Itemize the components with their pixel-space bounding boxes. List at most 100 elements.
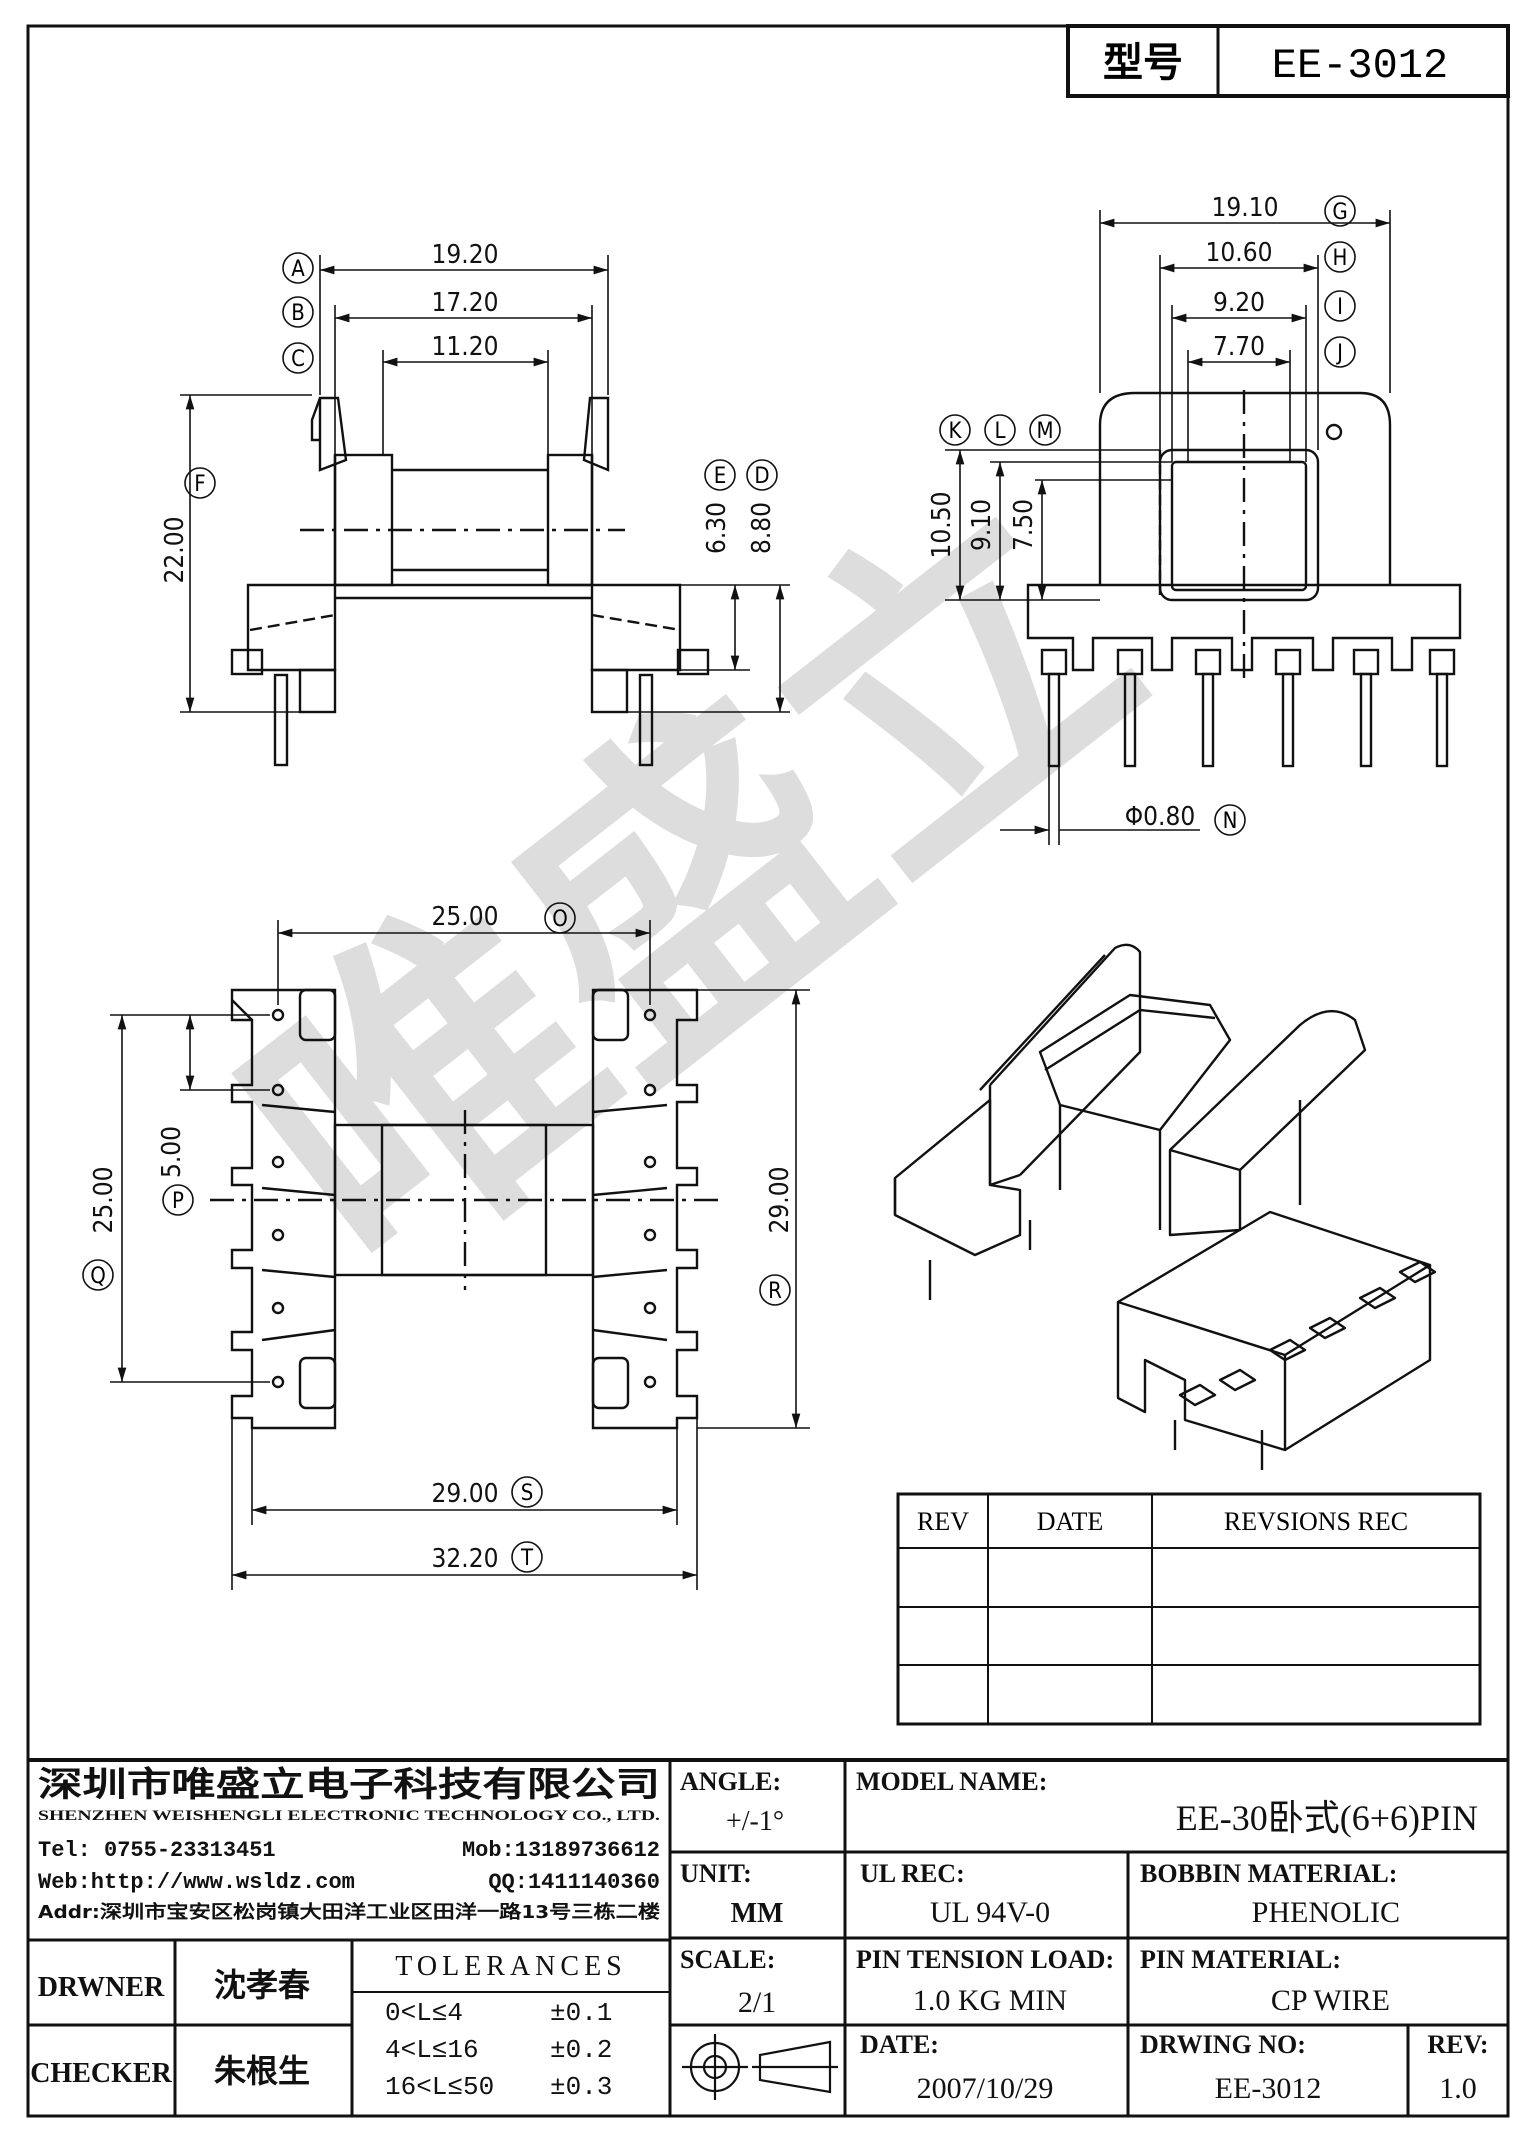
ul-label: UL REC: — [860, 1859, 965, 1888]
revision-table: REV DATE REVSIONS REC — [896, 1492, 1482, 1726]
svg-text:B: B — [291, 301, 305, 326]
svg-text:C: C — [291, 347, 305, 372]
tag-c: C — [282, 342, 314, 374]
angle-value: +/-1° — [726, 1806, 784, 1837]
tol-value-2: ±0.2 — [550, 2035, 612, 2065]
company-web: Web:http://www.wsldz.com — [38, 1870, 355, 1895]
pin-tension-label: PIN TENSION LOAD: — [856, 1945, 1114, 1974]
bobbin-value: PHENOLIC — [1252, 1896, 1400, 1929]
svg-text:K: K — [949, 419, 963, 444]
tol-range-3: 16<L≤50 — [385, 2072, 494, 2102]
rev-header-date: DATE — [1037, 1507, 1103, 1536]
svg-text:I: I — [1337, 295, 1343, 320]
svg-text:32.20: 32.20 — [432, 1544, 499, 1574]
angle-label: ANGLE: — [680, 1767, 781, 1796]
bottom-view — [210, 988, 720, 1430]
svg-text:19.10: 19.10 — [1212, 193, 1279, 223]
side-view-labels: 19.10 10.60 9.20 7.70 10.50 9.10 7.50 Φ0… — [927, 193, 1278, 832]
svg-text:J: J — [1335, 341, 1343, 366]
company-tel: Tel: 0755-23313451 — [38, 1838, 276, 1863]
svg-text:N: N — [1223, 809, 1238, 834]
company-qq: QQ:1411140360 — [488, 1870, 660, 1895]
rev-header-rec: REVSIONS REC — [1224, 1507, 1408, 1536]
tag-j: J — [1324, 336, 1356, 368]
svg-text:A: A — [291, 257, 305, 282]
drawner-value: 沈孝春 — [214, 1966, 310, 2004]
bottom-view-tags: O P Q R S T — [82, 902, 791, 1573]
tag-i: I — [1324, 290, 1356, 322]
tag-l: L — [984, 414, 1016, 446]
drwing-no-value: EE-3012 — [1215, 2072, 1322, 2105]
tag-s: S — [511, 1476, 543, 1508]
pin-material-label: PIN MATERIAL: — [1140, 1945, 1341, 1974]
tol-range-1: 0<L≤4 — [385, 1998, 463, 2028]
svg-text:6.30: 6.30 — [702, 502, 732, 554]
tag-r: R — [759, 1274, 791, 1306]
svg-text:L: L — [994, 419, 1005, 444]
front-view-tags: A B C F E D — [184, 252, 778, 499]
type-label: 型号 — [1103, 40, 1183, 86]
svg-text:E: E — [714, 464, 727, 489]
svg-text:8.80: 8.80 — [747, 502, 777, 554]
svg-text:7.70: 7.70 — [1213, 332, 1265, 362]
company-address: Addr:深圳市宝安区松岗镇大田洋工业区田洋一路13号三栋二楼 — [38, 1901, 660, 1923]
svg-text:H: H — [1333, 246, 1348, 271]
svg-text:9.20: 9.20 — [1213, 288, 1265, 318]
svg-text:Q: Q — [90, 1264, 106, 1289]
scale-value: 2/1 — [738, 1986, 776, 2019]
side-view — [1026, 390, 1462, 768]
svg-text:F: F — [194, 472, 205, 497]
tag-q: Q — [82, 1259, 114, 1291]
svg-text:P: P — [172, 1189, 184, 1214]
svg-text:10.50: 10.50 — [927, 492, 957, 559]
bottom-view-labels: 25.00 5.00 25.00 29.00 29.00 32.20 — [89, 902, 795, 1574]
tag-a: A — [282, 252, 314, 284]
tag-f: F — [184, 467, 216, 499]
rev-header-rev: REV — [917, 1507, 969, 1536]
tag-g: G — [1324, 195, 1356, 227]
projection-symbol-icon — [682, 2034, 838, 2100]
unit-label: UNIT: — [680, 1859, 752, 1888]
tag-t: T — [511, 1541, 543, 1573]
tag-b: B — [282, 296, 314, 328]
date-label: DATE: — [860, 2030, 939, 2059]
svg-text:7.50: 7.50 — [1009, 499, 1039, 551]
svg-text:9.10: 9.10 — [967, 499, 997, 551]
front-view-dims — [180, 255, 790, 713]
svg-text:R: R — [768, 1279, 782, 1304]
date-value: 2007/10/29 — [917, 2072, 1054, 2105]
tag-p: P — [162, 1184, 194, 1216]
front-view — [230, 396, 710, 767]
checker-value: 朱根生 — [214, 2052, 310, 2090]
svg-text:S: S — [521, 1481, 534, 1506]
svg-text:O: O — [552, 907, 568, 932]
company-block: 深圳市唯盛立电子科技有限公司 SHENZHEN WEISHENGLI ELECT… — [38, 1765, 660, 1923]
outer-frame — [26, 24, 1510, 2118]
svg-text:D: D — [754, 464, 769, 489]
svg-text:22.00: 22.00 — [160, 517, 190, 584]
svg-text:19.20: 19.20 — [432, 240, 499, 270]
side-view-tags: G H I J K L M N — [939, 195, 1356, 836]
pin-tension-value: 1.0 KG MIN — [913, 1984, 1067, 2017]
tag-k: K — [939, 414, 971, 446]
rev-label: REV: — [1427, 2030, 1488, 2059]
tag-m: M — [1029, 414, 1061, 446]
tag-n: N — [1214, 804, 1246, 836]
model-value: EE-30卧式(6+6)PIN — [1176, 1798, 1478, 1838]
svg-text:T: T — [520, 1546, 534, 1571]
pin-material-value: CP WIRE — [1271, 1984, 1390, 2017]
rev-value: 1.0 — [1439, 2072, 1477, 2105]
tag-o: O — [544, 902, 576, 934]
tol-value-1: ±0.1 — [550, 1998, 612, 2028]
svg-text:5.00: 5.00 — [157, 1126, 187, 1178]
part-number: EE-3012 — [1272, 42, 1448, 90]
tolerances-label: TOLERANCES — [395, 1951, 627, 1982]
model-label: MODEL NAME: — [856, 1767, 1047, 1796]
svg-text:25.00: 25.00 — [432, 902, 499, 932]
tag-h: H — [1324, 241, 1356, 273]
scale-label: SCALE: — [680, 1945, 775, 1974]
title-fields: ANGLE: +/-1° MODEL NAME: EE-30卧式(6+6)PIN… — [30, 1767, 1488, 2105]
svg-text:10.60: 10.60 — [1206, 238, 1273, 268]
title-block-top: 型号 EE-3012 — [1066, 24, 1510, 98]
